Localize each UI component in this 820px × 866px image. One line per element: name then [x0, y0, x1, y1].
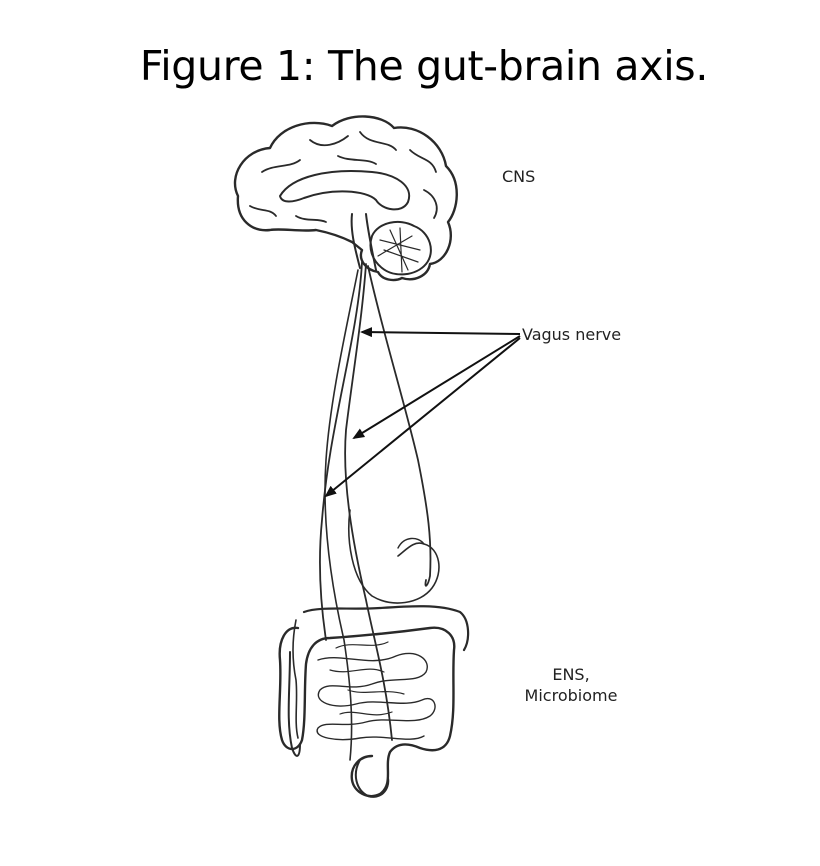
brain-fold — [262, 160, 300, 172]
ens-label-line2: Microbiome — [516, 685, 626, 706]
gut-illustration — [279, 510, 468, 797]
corpus-callosum — [280, 171, 409, 209]
colon-inner-edge — [293, 620, 298, 738]
vagus-nerve-label: Vagus nerve — [522, 324, 621, 345]
colon-outline — [279, 628, 454, 796]
stomach-outline — [349, 510, 439, 603]
arrow-to-middle-nerve — [354, 336, 520, 438]
brain-fold — [310, 136, 348, 145]
cns-label: CNS — [502, 166, 535, 187]
brain-outline — [235, 116, 457, 280]
small-intestine-loops — [317, 653, 435, 739]
brain-fold — [424, 190, 437, 218]
brain-fold — [338, 156, 376, 164]
brain-fold — [360, 132, 396, 150]
arrow-to-upper-nerve — [362, 332, 520, 334]
brain-fold — [410, 150, 436, 172]
ens-microbiome-label: ENS, Microbiome — [516, 664, 626, 706]
brain-fold — [250, 206, 276, 216]
cerebellum-folds — [378, 228, 420, 272]
brain-fold — [296, 216, 326, 222]
small-intestine-loops — [330, 642, 404, 715]
brain-illustration — [235, 116, 457, 280]
nerve-fibre — [368, 266, 431, 586]
ens-label-line1: ENS, — [516, 664, 626, 685]
